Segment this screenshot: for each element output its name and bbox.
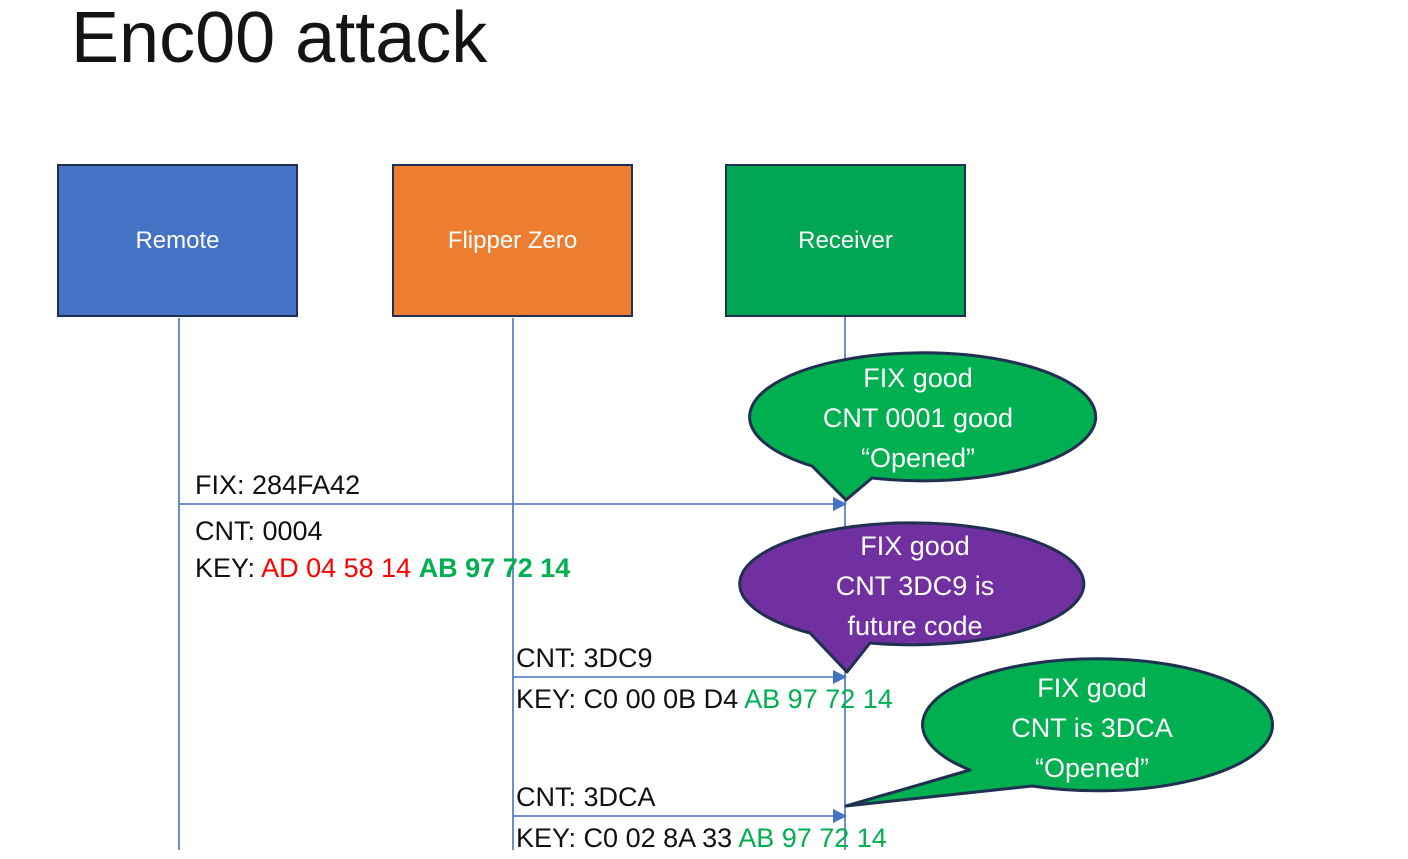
slide-title: Enc00 attack: [71, 0, 488, 78]
message-3-cnt-line: CNT: 3DCA: [516, 779, 656, 816]
callout-2-line-3: future code: [847, 611, 983, 641]
message-3-key-counter-bytes: C0 02 8A 33: [583, 823, 739, 853]
actor-box-flipper-zero: Flipper Zero: [392, 164, 633, 317]
message-1-fix-line: FIX: 284FA42: [195, 467, 360, 504]
callout-3-line-2: CNT is 3DCA: [1011, 713, 1173, 743]
callout-3-line-1: FIX good: [1037, 673, 1147, 703]
message-1-cnt-text: CNT: 0004: [195, 516, 323, 546]
message-2-cnt-line: CNT: 3DC9: [516, 640, 653, 677]
message-2-key-prefix: KEY:: [516, 684, 584, 714]
message-3-cnt-text: CNT: 3DCA: [516, 782, 656, 812]
message-1-key-fixed-bytes: AB 97 72 14: [418, 553, 571, 583]
callout-1-text: FIX good CNT 0001 good “Opened”: [758, 358, 1078, 478]
callout-1-line-3: “Opened”: [860, 443, 976, 473]
message-1-fix-text: FIX: 284FA42: [195, 470, 361, 500]
message-1-cnt-line: CNT: 0004: [195, 513, 570, 550]
message-2-key-fixed-bytes: AB 97 72 14: [744, 684, 893, 714]
actor-label-receiver: Receiver: [798, 226, 893, 254]
message-3-key-line: KEY: C0 02 8A 33 AB 97 72 14: [516, 820, 887, 857]
message-3-key-fixed-bytes: AB 97 72 14: [738, 823, 887, 853]
callout-3-text: FIX good CNT is 3DCA “Opened”: [932, 668, 1252, 788]
callout-2-line-1: FIX good: [860, 531, 970, 561]
message-arrow-3-head-icon: [833, 809, 847, 823]
message-1-key-line: KEY: AD 04 58 14 AB 97 72 14: [195, 550, 570, 587]
callout-1-line-2: CNT 0001 good: [822, 403, 1014, 433]
actor-label-remote: Remote: [135, 226, 220, 254]
actor-label-flipper-zero: Flipper Zero: [447, 226, 578, 254]
message-1-key-prefix: KEY:: [195, 553, 262, 583]
message-1-key-changed-bytes: AD 04 58 14: [261, 553, 419, 583]
actor-box-remote: Remote: [57, 164, 298, 317]
callout-1-line-1: FIX good: [863, 363, 973, 393]
callout-bubble-3: [844, 657, 1275, 808]
message-2-key-counter-bytes: C0 00 0B D4: [583, 684, 745, 714]
callout-2-text: FIX good CNT 3DC9 is future code: [755, 526, 1075, 646]
callout-2-line-2: CNT 3DC9 is: [835, 571, 995, 601]
message-arrow-2-head-icon: [833, 670, 847, 684]
actor-box-receiver: Receiver: [725, 164, 966, 317]
callout-bubble-2: [738, 521, 1086, 674]
callout-bubble-1: [748, 351, 1098, 502]
message-arrow-1-head-icon: [833, 497, 847, 511]
message-2-cnt-text: CNT: 3DC9: [516, 643, 653, 673]
message-3-key-prefix: KEY:: [516, 823, 584, 853]
callout-3-line-3: “Opened”: [1034, 753, 1150, 783]
message-1-body: CNT: 0004 KEY: AD 04 58 14 AB 97 72 14: [195, 513, 570, 587]
message-2-key-line: KEY: C0 00 0B D4 AB 97 72 14: [516, 681, 893, 718]
